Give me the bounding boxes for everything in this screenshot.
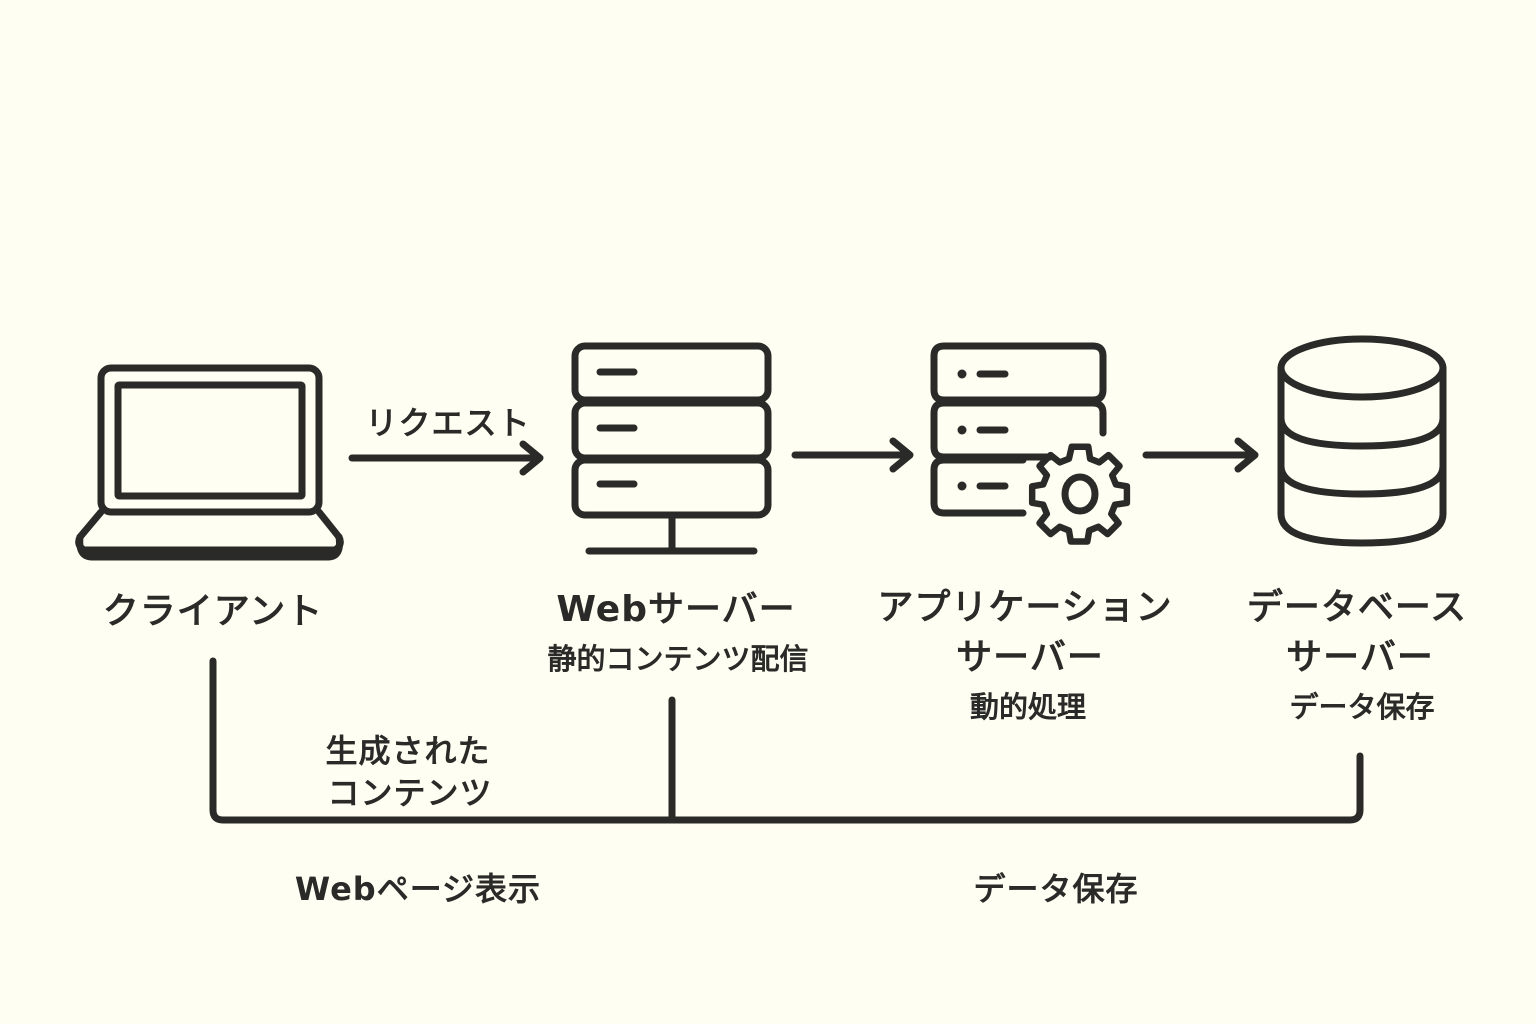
- web-server-title: Webサーバー: [556, 589, 796, 630]
- return-path-lines: [209, 657, 1364, 824]
- return-label-line1: 生成された: [325, 732, 491, 770]
- database-icon: [1277, 335, 1447, 547]
- return-label-line2: コンテンツ: [327, 774, 493, 812]
- app-server-title-line2: サーバー: [956, 637, 1104, 678]
- db-server-title-line1: データベース: [1246, 587, 1468, 628]
- arrow-right-icon: [1142, 437, 1259, 473]
- db-server-title-line2: サーバー: [1286, 637, 1434, 678]
- server-gear-icon: [930, 342, 1131, 545]
- bottom-label-left: Webページ表示: [294, 870, 542, 908]
- web-server-subtitle: 静的コンテンツ配信: [547, 642, 809, 676]
- request-label: リクエスト: [365, 404, 531, 442]
- db-server-subtitle: データ保存: [1289, 690, 1435, 724]
- app-server-subtitle: 動的処理: [969, 690, 1087, 724]
- server-stack-icon: [571, 342, 772, 555]
- laptop-icon: [75, 364, 344, 561]
- arrow-right-icon: [791, 437, 914, 473]
- bottom-label-right: データ保存: [973, 870, 1139, 908]
- gear-icon: [1028, 443, 1131, 545]
- client-title: クライアント: [102, 591, 324, 632]
- request-arrow-icon: [348, 440, 544, 476]
- app-server-title-line1: アプリケーション: [877, 587, 1173, 628]
